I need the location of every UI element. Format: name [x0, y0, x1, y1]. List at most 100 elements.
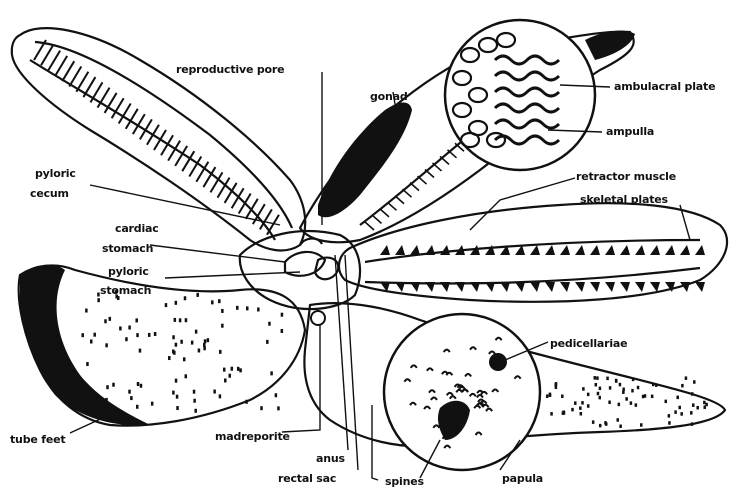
cecum-stroke — [154, 130, 166, 150]
surface-dot — [193, 390, 196, 394]
surface-dot — [619, 425, 622, 429]
skeletal-tooth — [485, 282, 495, 292]
skeletal-tooth — [545, 245, 555, 255]
skeletal-tooth — [455, 282, 465, 292]
surface-dot — [128, 326, 131, 330]
surface-dot — [81, 333, 84, 337]
skeletal-tooth — [575, 282, 585, 292]
label-skeletal-plates: skeletal plates — [580, 193, 669, 206]
surface-dot — [562, 410, 565, 414]
skeletal-tooth — [530, 245, 540, 255]
surface-dot — [236, 306, 239, 310]
surface-dot — [625, 397, 628, 401]
label-papula: papula — [502, 472, 543, 485]
surface-dot — [681, 384, 684, 388]
surface-dot — [203, 346, 206, 350]
surface-dot — [555, 382, 558, 386]
skeletal-tooth — [590, 282, 600, 292]
label-pyloric-stomach-1: pyloric — [108, 265, 149, 278]
surface-dot — [136, 333, 139, 337]
surface-dot — [597, 392, 600, 396]
madreporite-marker — [311, 311, 325, 325]
surface-dot — [93, 333, 96, 337]
label-anus: anus — [316, 452, 345, 465]
surface-dot — [90, 339, 93, 343]
surface-dot — [219, 394, 222, 398]
surface-dot — [615, 379, 618, 383]
surface-dot — [85, 309, 88, 313]
surface-dot — [619, 383, 622, 387]
surface-dot — [191, 341, 194, 345]
label-tube-feet: tube feet — [10, 433, 65, 446]
surface-dot — [635, 403, 638, 407]
ampulla-stroke — [365, 222, 374, 230]
surface-dot — [608, 400, 611, 404]
label-ampulla: ampulla — [606, 125, 654, 138]
skeletal-tooth — [650, 282, 660, 292]
surface-dot — [599, 424, 602, 428]
ampulla-stroke — [403, 189, 412, 197]
surface-dot — [184, 296, 187, 300]
surface-dot — [266, 340, 269, 344]
surface-dot — [175, 379, 178, 383]
surface-dot — [579, 406, 582, 410]
surface-dot — [119, 326, 122, 330]
surface-dot — [172, 391, 175, 395]
surface-dot — [596, 376, 599, 380]
surface-dot — [690, 411, 693, 415]
surface-dot — [151, 402, 154, 406]
surface-dot — [211, 300, 214, 304]
surface-dot — [139, 349, 142, 353]
surface-dot — [104, 319, 107, 323]
surface-dot — [245, 400, 248, 404]
surface-dot — [632, 378, 635, 382]
surface-dot — [655, 383, 658, 387]
surface-dot — [175, 301, 178, 305]
surface-dot — [674, 410, 677, 414]
ampulla-stroke — [425, 170, 434, 178]
ampulla-stroke — [388, 202, 397, 210]
surface-dot — [582, 387, 585, 391]
surface-dot — [691, 422, 694, 426]
surface-dot — [109, 317, 112, 321]
surface-dot — [275, 393, 278, 397]
surface-dot — [105, 398, 108, 402]
cecum-stroke — [55, 56, 67, 76]
surface-dot — [128, 390, 131, 394]
cecum-stroke — [41, 45, 53, 65]
surface-dot — [148, 333, 151, 337]
surface-dot — [154, 332, 157, 336]
surface-dot — [549, 393, 552, 397]
surface-dot — [587, 404, 590, 408]
skeletal-tooth — [425, 245, 435, 255]
surface-dot — [135, 318, 138, 322]
surface-dot — [112, 383, 115, 387]
surface-dot — [207, 338, 210, 342]
surface-dot — [194, 409, 197, 413]
skeletal-tooth — [395, 282, 405, 292]
ampulla-stroke — [380, 209, 389, 217]
surface-dot — [631, 389, 634, 393]
arm-upper-left — [12, 28, 305, 250]
arm-right — [339, 203, 727, 302]
surface-dot — [268, 322, 271, 326]
arm-lower-left — [19, 265, 305, 425]
label-pyloric-cecum-1: pyloric — [35, 167, 76, 180]
surface-dot — [587, 393, 590, 397]
label-cardiac-stomach-2: stomach — [102, 242, 153, 255]
surface-dot — [678, 406, 681, 410]
surface-dot — [277, 406, 280, 410]
surface-dot — [97, 401, 100, 405]
surface-dot — [228, 374, 231, 378]
skeletal-tooth — [560, 282, 570, 292]
surface-dot — [696, 406, 699, 410]
surface-dot — [281, 329, 284, 333]
surface-dot — [680, 412, 683, 416]
skeletal-tooth — [440, 245, 450, 255]
surface-dot — [165, 303, 168, 307]
skeletal-tooth — [650, 245, 660, 255]
surface-dot — [630, 401, 633, 405]
surface-dot — [604, 421, 607, 425]
label-madreporite: madreporite — [215, 430, 290, 443]
skeletal-tooth — [440, 282, 450, 292]
